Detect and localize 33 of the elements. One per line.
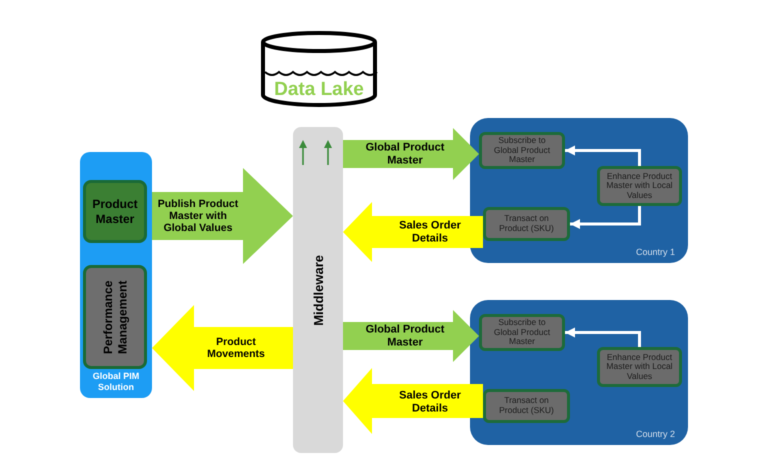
- process-box: Enhance Product Master with Local Values: [597, 166, 682, 206]
- process-box: Enhance Product Master with Local Values: [597, 347, 682, 387]
- panel-label: Country 1: [636, 248, 675, 257]
- module-box: Performance Management: [83, 265, 147, 369]
- panel-label: Country 2: [636, 430, 675, 439]
- cylinder-label: Data Lake: [274, 80, 364, 99]
- block-arrow: [152, 168, 293, 264]
- arrow-label: Global Product Master: [364, 323, 446, 349]
- panel-label: Global PIM Solution: [92, 371, 140, 393]
- process-box: Subscribe to Global Product Master: [479, 132, 565, 169]
- database-cylinder: [260, 30, 378, 108]
- arrow-label: Sales Order Details: [398, 219, 462, 245]
- arrow-label: Product Movements: [206, 336, 266, 360]
- process-box: Transact on Product (SKU): [483, 207, 570, 241]
- country-panel: [470, 300, 688, 445]
- block-arrow: [343, 368, 483, 434]
- module-box: Product Master: [83, 180, 147, 243]
- block-arrow: [343, 202, 483, 262]
- elbow-arrow: [570, 206, 641, 229]
- process-box: Subscribe to Global Product Master: [479, 314, 565, 351]
- block-arrow: [343, 310, 479, 362]
- middleware-bar: [293, 127, 343, 453]
- block-arrow: [343, 128, 479, 180]
- country-panel: [470, 118, 688, 263]
- arrow-label: Global Product Master: [364, 141, 446, 167]
- process-box: Transact on Product (SKU): [483, 389, 570, 423]
- elbow-arrow: [565, 328, 641, 347]
- block-arrow: [152, 305, 293, 391]
- elbow-arrow: [565, 146, 641, 166]
- solution-panel: [80, 152, 152, 398]
- bar-label: Middleware: [312, 254, 324, 326]
- arrow-label: Sales Order Details: [398, 389, 462, 415]
- arrow-label: Publish Product Master with Global Values: [156, 198, 240, 234]
